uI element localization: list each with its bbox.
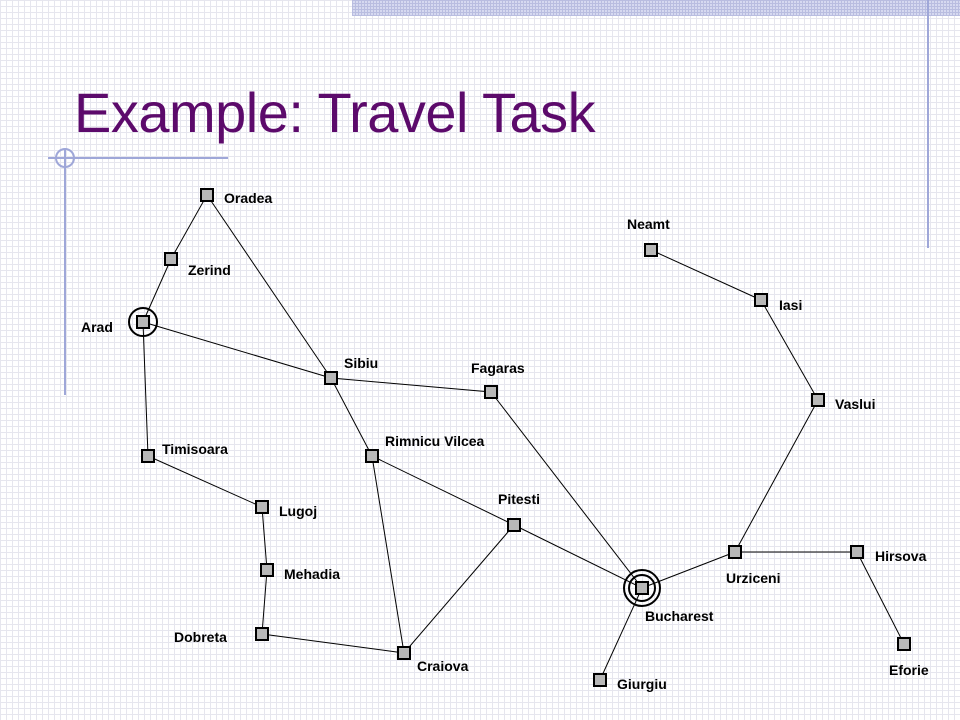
cities-layer: OradeaZerindAradTimisoaraLugojMehadiaDob… (81, 188, 929, 692)
city-iasi: Iasi (754, 293, 802, 313)
city-urziceni: Urziceni (726, 545, 780, 586)
road-arad-sibiu (142, 321, 332, 379)
road-timisoara-lugoj (147, 455, 263, 508)
city-node (593, 673, 607, 687)
city-node (754, 293, 768, 307)
road-iasi-neamt (650, 249, 762, 301)
city-sibiu: Sibiu (324, 355, 378, 385)
rule-ring-ornament (55, 148, 75, 168)
city-mehadia: Mehadia (260, 563, 340, 582)
city-label: Giurgiu (617, 676, 667, 692)
city-label: Pitesti (498, 491, 540, 507)
city-label: Eforie (889, 662, 929, 678)
road-craiova-rimnicu (371, 455, 405, 654)
road-arad-zerind (142, 258, 172, 323)
road-bucharest-urziceni (641, 551, 736, 589)
road-fagaras-bucharest (490, 391, 643, 589)
city-node (141, 449, 155, 463)
city-node (200, 188, 214, 202)
road-urziceni-vaslui (734, 399, 819, 553)
city-node (484, 385, 498, 399)
city-label: Vaslui (835, 396, 875, 412)
city-dobreta: Dobreta (174, 627, 269, 645)
city-label: Sibiu (344, 355, 378, 371)
road-mehadia-dobreta (261, 569, 268, 635)
city-timisoara: Timisoara (141, 441, 228, 463)
city-node (365, 449, 379, 463)
city-craiova: Craiova (397, 646, 469, 674)
city-label: Arad (81, 319, 113, 335)
city-node (397, 646, 411, 660)
city-label: Urziceni (726, 570, 780, 586)
road-pitesti-bucharest (513, 524, 643, 589)
city-node (644, 243, 658, 257)
city-label: Bucharest (645, 608, 714, 624)
left-accent-rule (64, 150, 66, 395)
city-node (255, 500, 269, 514)
road-bucharest-giurgiu (599, 587, 643, 681)
city-vaslui: Vaslui (811, 393, 875, 412)
city-oradea: Oradea (200, 188, 272, 206)
road-sibiu-fagaras (330, 377, 492, 393)
city-marker-ring (628, 574, 656, 602)
city-label: Zerind (188, 262, 231, 278)
city-neamt: Neamt (627, 216, 670, 257)
city-giurgiu: Giurgiu (593, 673, 667, 692)
city-bucharest: Bucharest (623, 569, 714, 624)
city-node (164, 252, 178, 266)
city-node (811, 393, 825, 407)
road-rimnicu-pitesti (371, 455, 515, 526)
title-underline-rule (48, 157, 228, 159)
city-label: Iasi (779, 297, 802, 313)
city-marker-ring (128, 307, 158, 337)
city-zerind: Zerind (164, 252, 231, 278)
city-label: Rimnicu Vilcea (385, 433, 485, 449)
city-label: Neamt (627, 216, 670, 232)
road-hirsova-eforie (856, 551, 905, 645)
city-label: Oradea (224, 190, 272, 206)
road-arad-timisoara (142, 321, 149, 457)
right-accent-rule (927, 0, 929, 248)
road-lugoj-mehadia (261, 506, 268, 571)
roads-layer (142, 194, 905, 681)
city-arad: Arad (81, 307, 158, 337)
city-node (635, 581, 649, 595)
city-label: Mehadia (284, 566, 340, 582)
road-sibiu-rimnicu (330, 377, 373, 457)
road-zerind-oradea (170, 194, 208, 260)
city-label: Craiova (417, 658, 469, 674)
road-craiova-pitesti (403, 524, 515, 654)
city-lugoj: Lugoj (255, 500, 317, 519)
city-hirsova: Hirsova (850, 545, 927, 564)
city-marker-outer-ring (623, 569, 661, 607)
city-node (136, 315, 150, 329)
road-oradea-sibiu (206, 194, 332, 379)
city-node (255, 627, 269, 641)
header-accent-bar (352, 0, 960, 16)
city-label: Hirsova (875, 548, 927, 564)
city-node (850, 545, 864, 559)
slide-title: Example: Travel Task (74, 81, 596, 144)
city-pitesti: Pitesti (498, 491, 540, 532)
city-node (260, 563, 274, 577)
city-label: Fagaras (471, 360, 525, 376)
city-label: Lugoj (279, 503, 317, 519)
city-node (897, 637, 911, 651)
road-vaslui-iasi (760, 299, 819, 401)
city-node (324, 371, 338, 385)
city-fagaras: Fagaras (471, 360, 525, 399)
road-dobreta-craiova (261, 633, 405, 654)
city-label: Timisoara (162, 441, 228, 457)
city-eforie: Eforie (889, 637, 929, 678)
city-node (728, 545, 742, 559)
city-rimnicu: Rimnicu Vilcea (365, 433, 485, 463)
city-node (507, 518, 521, 532)
city-label: Dobreta (174, 629, 227, 645)
